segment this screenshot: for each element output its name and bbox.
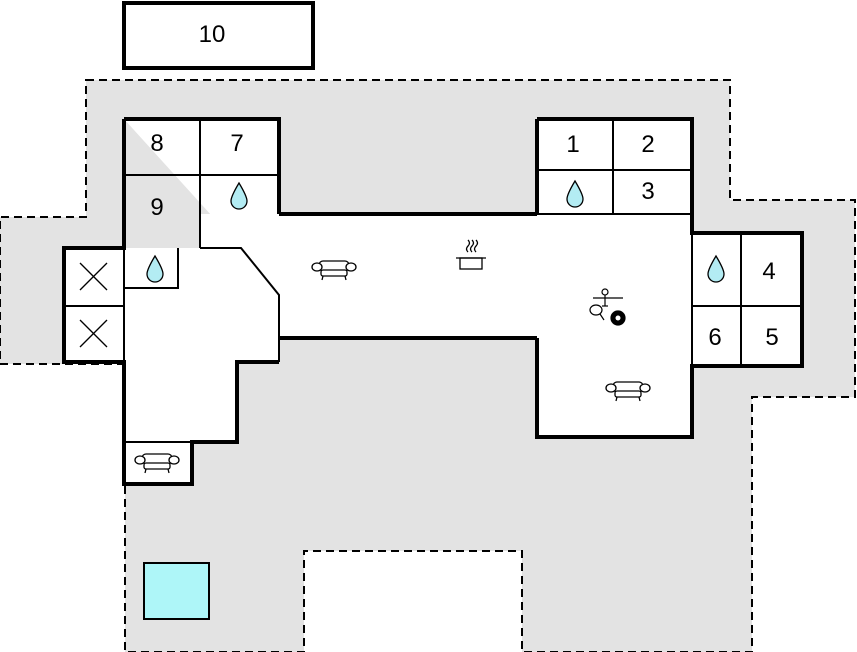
sofa-icon <box>311 260 357 281</box>
room-label-4: 4 <box>762 258 775 285</box>
left-wing <box>64 119 279 484</box>
x-cross-icon <box>79 262 108 291</box>
left-interior-walls <box>64 119 280 443</box>
room-label-1: 1 <box>566 131 579 158</box>
room-label-5: 5 <box>765 324 778 351</box>
cooking-pot-icon <box>456 239 486 270</box>
sofa-icon <box>605 381 651 402</box>
room-label-2: 2 <box>641 131 654 158</box>
water-drop-icon <box>707 254 725 283</box>
swimming-pool-icon <box>143 562 210 620</box>
room-label-7: 7 <box>230 130 243 157</box>
room-label-6: 6 <box>708 324 721 351</box>
room-label-10: 10 <box>199 21 226 48</box>
right-block <box>537 119 802 437</box>
water-drop-icon <box>566 179 584 208</box>
table-tennis-billiard-football-icon <box>589 288 626 326</box>
outbuilding-10 <box>122 1 315 70</box>
left-wing-outline <box>62 117 281 486</box>
central-hall-outline <box>279 212 537 340</box>
central-hall <box>200 214 537 338</box>
water-drop-icon <box>146 254 164 283</box>
right-interior-walls <box>537 119 802 437</box>
room-label-3: 3 <box>641 178 654 205</box>
right-block-outline <box>535 117 804 439</box>
sofa-icon <box>134 453 180 474</box>
x-cross-icon <box>79 319 108 348</box>
room-label-8: 8 <box>150 130 163 157</box>
room-label-9: 9 <box>150 194 163 221</box>
water-drop-icon <box>230 181 248 210</box>
